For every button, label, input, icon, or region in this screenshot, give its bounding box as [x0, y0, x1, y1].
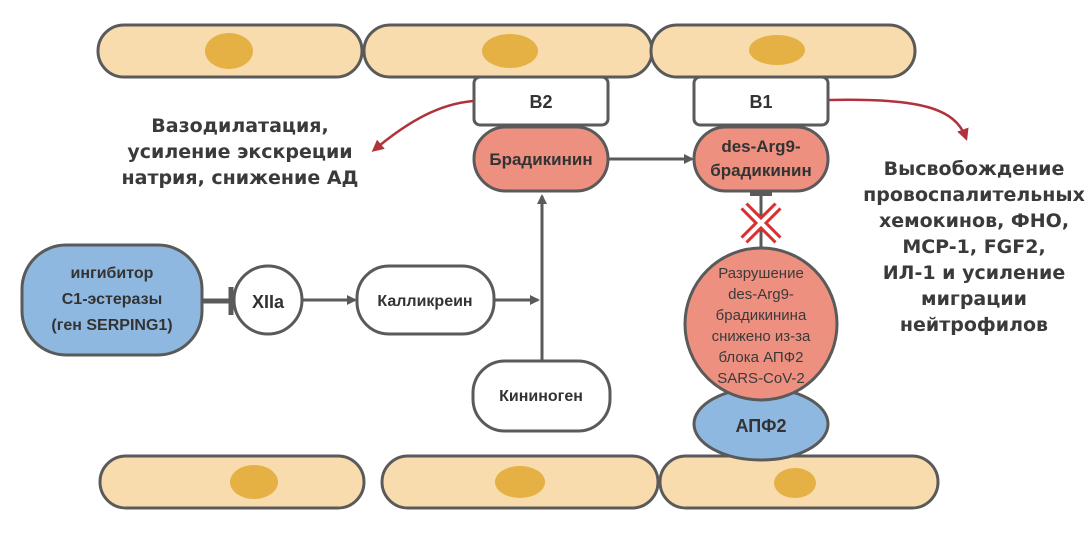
inhibitor-line-1: ингибитор	[71, 265, 154, 282]
xiia-label: XIIa	[252, 292, 285, 312]
kininogen-node: Кининоген	[471, 359, 612, 433]
inhibitor-line-2: С1-эстеразы	[62, 291, 163, 308]
note-line-2: des-Arg9-	[728, 286, 794, 303]
kallikrein-label: Калликреин	[377, 293, 472, 310]
b2-label: B2	[529, 92, 552, 112]
nucleus	[749, 35, 805, 65]
top-cell-1	[96, 23, 364, 79]
note-line-1: Разрушение	[718, 265, 804, 282]
note-line-5: блока АПФ2	[719, 349, 804, 366]
inhibition-edge	[203, 287, 234, 315]
left-effect-line-3: натрия, снижение АД	[122, 167, 359, 189]
degradation-note-node: Разрушение des-Arg9- брадикинина снижено…	[683, 246, 839, 402]
right-effect-line-4: MCP-1, FGF2,	[902, 236, 1045, 258]
ace2-label: АПФ2	[735, 416, 786, 436]
left-effect-line-1: Вазодилатация,	[151, 115, 328, 137]
xiia-node: XIIa	[232, 264, 304, 336]
top-cell-3	[649, 23, 917, 79]
nucleus	[205, 33, 253, 69]
ace2-node: АПФ2	[692, 386, 830, 462]
b1-label: B1	[749, 92, 772, 112]
right-effect-line-2: провоспалительных	[863, 184, 1085, 206]
top-cell-2	[362, 23, 654, 79]
right-effect-line-1: Высвобождение	[884, 158, 1065, 180]
des-arg9-label-line1: des-Arg9-	[721, 137, 800, 156]
nucleus	[230, 465, 278, 499]
bradykinin-label: Брадикинин	[489, 150, 592, 169]
bradykinin-node: Брадикинин	[472, 125, 610, 193]
note-line-6: SARS-CoV-2	[717, 370, 805, 387]
note-line-3: брадикинина	[716, 307, 807, 324]
b1-effect-text: Высвобождение провоспалительных хемокино…	[863, 158, 1085, 336]
right-effect-line-5: ИЛ-1 и усиление	[883, 262, 1065, 284]
b2-receptor: B2	[472, 75, 610, 127]
kallikrein-node: Калликреин	[355, 264, 496, 336]
nucleus	[774, 468, 816, 498]
right-effect-line-6: миграции	[921, 288, 1027, 310]
b2-effect-text: Вазодилатация, усиление экскреции натрия…	[122, 115, 359, 189]
bottom-cell-2	[380, 454, 660, 510]
bottom-cell-1	[98, 454, 366, 510]
des-arg9-bradykinin-node: des-Arg9- брадикинин	[692, 125, 830, 193]
note-line-4: снижено из-за	[712, 328, 811, 345]
nucleus	[495, 466, 545, 498]
right-effect-line-7: нейтрофилов	[900, 314, 1048, 336]
b1-receptor: B1	[692, 75, 830, 127]
block-x-icon	[740, 202, 782, 244]
b2-effect-arrow	[371, 99, 474, 152]
bottom-cell-3	[658, 454, 940, 510]
kininogen-label: Кининоген	[499, 388, 583, 405]
right-effect-line-3: хемокинов, ФНО,	[879, 210, 1069, 232]
des-arg9-label-line2: брадикинин	[710, 161, 812, 180]
c1-inhibitor-node: ингибитор С1-эстеразы (ген SERPING1)	[20, 243, 204, 357]
nucleus	[482, 34, 538, 68]
left-effect-line-2: усиление экскреции	[127, 141, 352, 163]
b1-effect-arrow	[828, 98, 969, 141]
inhibitor-line-3: (ген SERPING1)	[51, 317, 172, 334]
